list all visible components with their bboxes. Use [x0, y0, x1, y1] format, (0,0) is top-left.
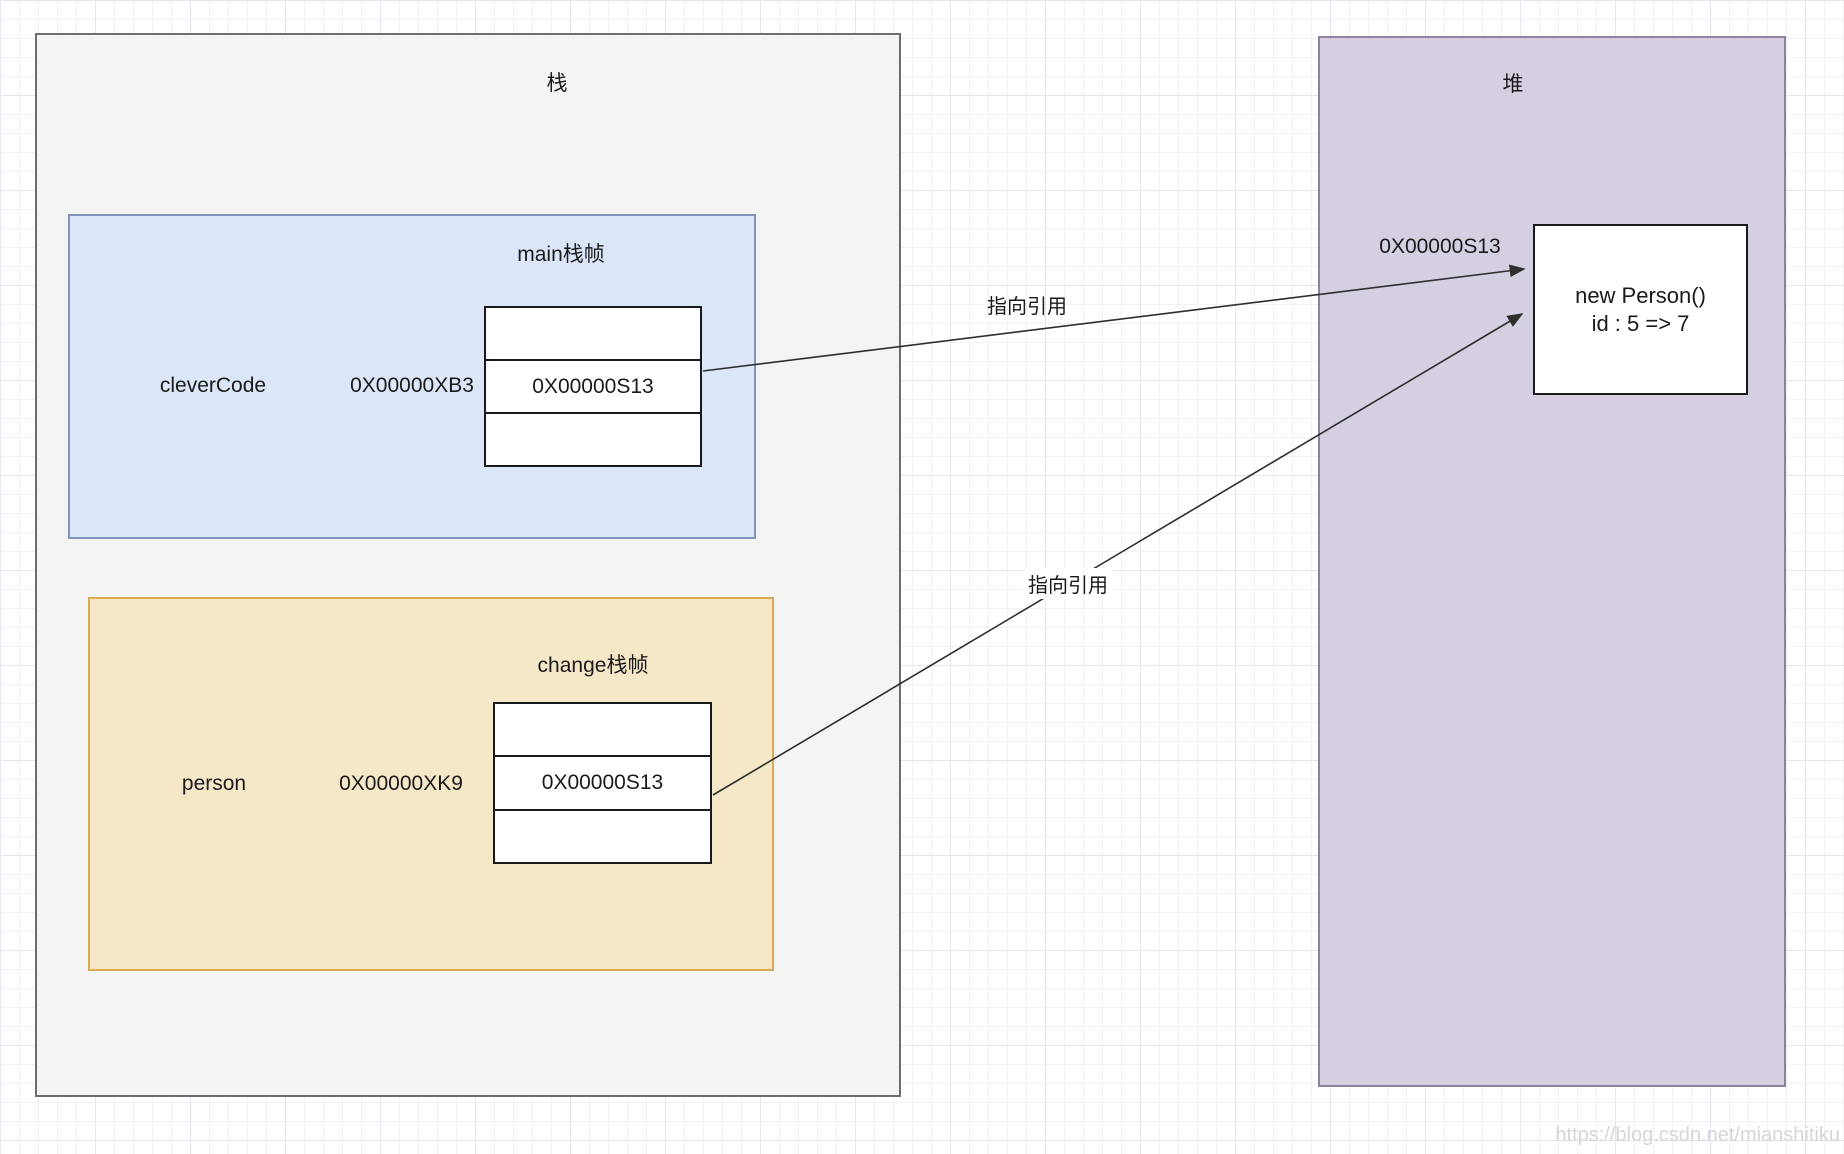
heap-object-constructor: new Person()	[1575, 282, 1706, 308]
stack-region-label: 栈	[546, 72, 568, 95]
heap-object-field-value: id : 5 => 7	[1591, 310, 1690, 336]
reference-arrow-label: 指向引用	[1023, 568, 1113, 599]
change-frame-var-name: person	[181, 772, 247, 795]
change-frame-var-address: 0X00000XK9	[339, 772, 463, 795]
change-frame-label: change栈帧	[537, 654, 649, 677]
table-cell-reference: 0X00000S13	[495, 755, 710, 808]
main-frame-var-name: cleverCode	[159, 374, 267, 397]
heap-region-label: 堆	[1502, 73, 1524, 96]
table-cell-empty	[495, 704, 710, 755]
table-cell-empty	[486, 308, 700, 359]
watermark-url: https://blog.csdn.net/mianshitiku	[1555, 1124, 1840, 1146]
change-frame-slot-table: 0X00000S13	[493, 702, 712, 864]
table-cell-empty	[486, 412, 700, 465]
main-frame-label: main栈帧	[517, 243, 605, 266]
main-frame-slot-table: 0X00000S13	[484, 306, 702, 467]
heap-object-address-label: 0X00000S13	[1379, 235, 1501, 258]
heap-region	[1318, 36, 1786, 1087]
main-frame-var-address: 0X00000XB3	[350, 374, 474, 397]
reference-arrow-label: 指向引用	[987, 296, 1067, 318]
table-cell-reference: 0X00000S13	[486, 359, 700, 412]
table-cell-empty	[495, 808, 710, 862]
heap-person-object: new Person() id : 5 => 7	[1533, 224, 1748, 395]
